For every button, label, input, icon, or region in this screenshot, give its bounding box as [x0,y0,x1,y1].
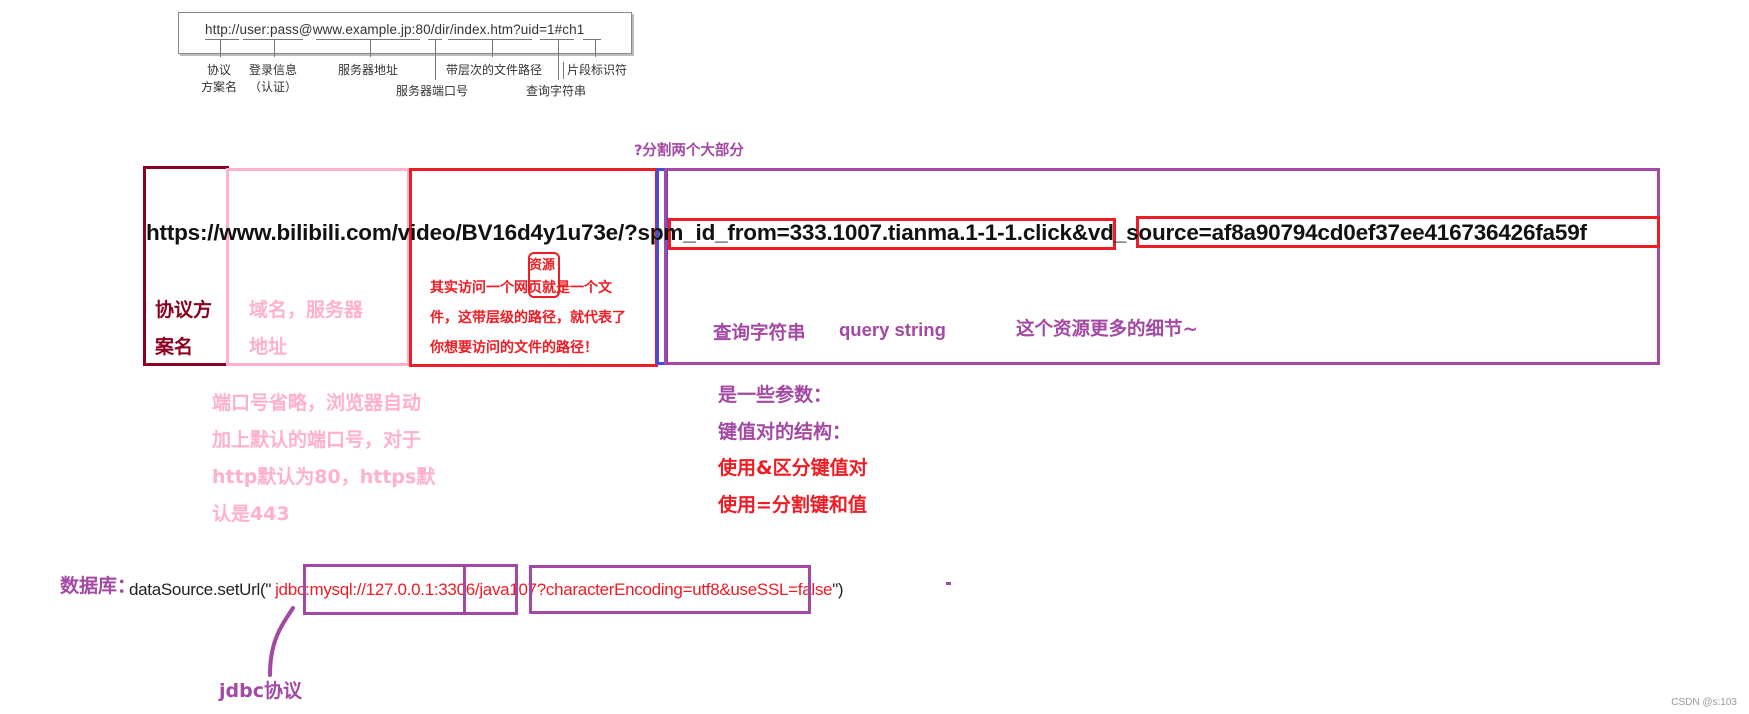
code-jdbc: jdbc: [275,580,310,599]
url-param1: spm_id_from=333.1007.tianma.1-1-1.click [637,220,1073,245]
separator-note: ?分割两个大部分 [634,143,744,159]
url-param2: vd_source=af8a90794cd0ef37ee416736426fa5… [1087,220,1587,245]
underline-port [428,39,442,40]
underline-path [448,39,532,40]
code-qmark: ? [536,580,546,599]
code-suffix: ") [832,580,844,599]
host-box [226,168,410,366]
underline-scheme [205,39,239,40]
tick-port [435,40,436,80]
url-host: www.bilibili.com [219,220,392,245]
scheme-label: 协议方 案名 [155,299,213,358]
jdbc-pointer-arrow [268,606,295,677]
ref-label-server-address: 服务器地址 [338,63,399,77]
stray-mark [946,582,951,585]
tick-fragment [595,40,596,57]
code-prefix: dataSource.setUrl(" [129,580,272,599]
tick-scheme [220,40,221,57]
params-note: 使用=分割键和值 [718,493,867,516]
query-label-cn: 查询字符串 [713,323,806,344]
host-port-box [303,564,466,615]
params-note: 键值对的结构： [718,420,852,443]
jdbc-code-line: dataSource.setUrl("jdbc:mysql://127.0.0.… [129,580,844,600]
ref-label-file-path: 带层次的文件路径 [446,63,543,77]
db-name-box [463,564,518,615]
resource-tag: 资源 [529,258,556,273]
reference-url-text: http://user:pass@www.example.jp:80/dir/i… [205,22,585,37]
query-box [664,168,1660,365]
jdbc-protocol-label: jdbc协议 [219,680,302,702]
tick-credentials [274,40,275,57]
query-detail: 这个资源更多的细节~ [1016,319,1199,340]
url-amp: & [1071,220,1088,245]
ref-label-credentials: 登录信息 （认证） [249,63,298,94]
params-notes: 是一些参数： 键值对的结构： 使用&区分键值对 使用=分割键和值 [718,377,868,523]
ref-label-query-string: 查询字符串 [526,84,587,98]
param2-box [1136,216,1660,248]
url-scheme: https:// [146,220,220,245]
code-db-name: java107 [479,580,537,599]
reference-url-frame [178,12,632,54]
underline-host [316,39,420,40]
param1-box [668,218,1116,250]
tick-path [492,40,493,57]
query-label-en: query string [839,319,946,340]
code-params: characterEncoding=utf8&useSSL=false [545,580,833,599]
code-host-port: mysql://127.0.0.1:3306/ [309,580,480,599]
database-label: 数据库： [60,575,137,597]
ref-label-server-port: 服务器端口号 [396,84,469,98]
watermark: CSDN @s:103 [1671,697,1737,708]
ref-label-fragment: 片段标识符 [563,62,627,79]
tick-host [370,40,371,57]
url-path: /video/BV16d4y1u73e/ [391,220,625,245]
tick-query [558,40,559,80]
ref-label-scheme: 协议 方案名 [201,63,238,94]
underline-fragment [583,39,601,40]
port-note: 端口号省略，浏览器自动 加上默认的端口号，对于 http默认为80，https默… [212,392,436,525]
underline-query [540,39,574,40]
main-url: https://www.bilibili.com/video/BV16d4y1u… [146,220,1587,246]
params-note: 是一些参数： [718,384,833,406]
params-box [529,565,811,614]
url-separator: ? [624,220,638,245]
params-note: 使用&区分键值对 [718,457,868,479]
underline-credentials [243,39,303,40]
resource-highlight-box [528,252,560,298]
path-note: 其实访问一个网页就是一个文 件，这带层级的路径，就代表了 你想要访问的文件的路径… [430,280,626,356]
host-label: 域名，服务器 地址 [249,299,364,358]
